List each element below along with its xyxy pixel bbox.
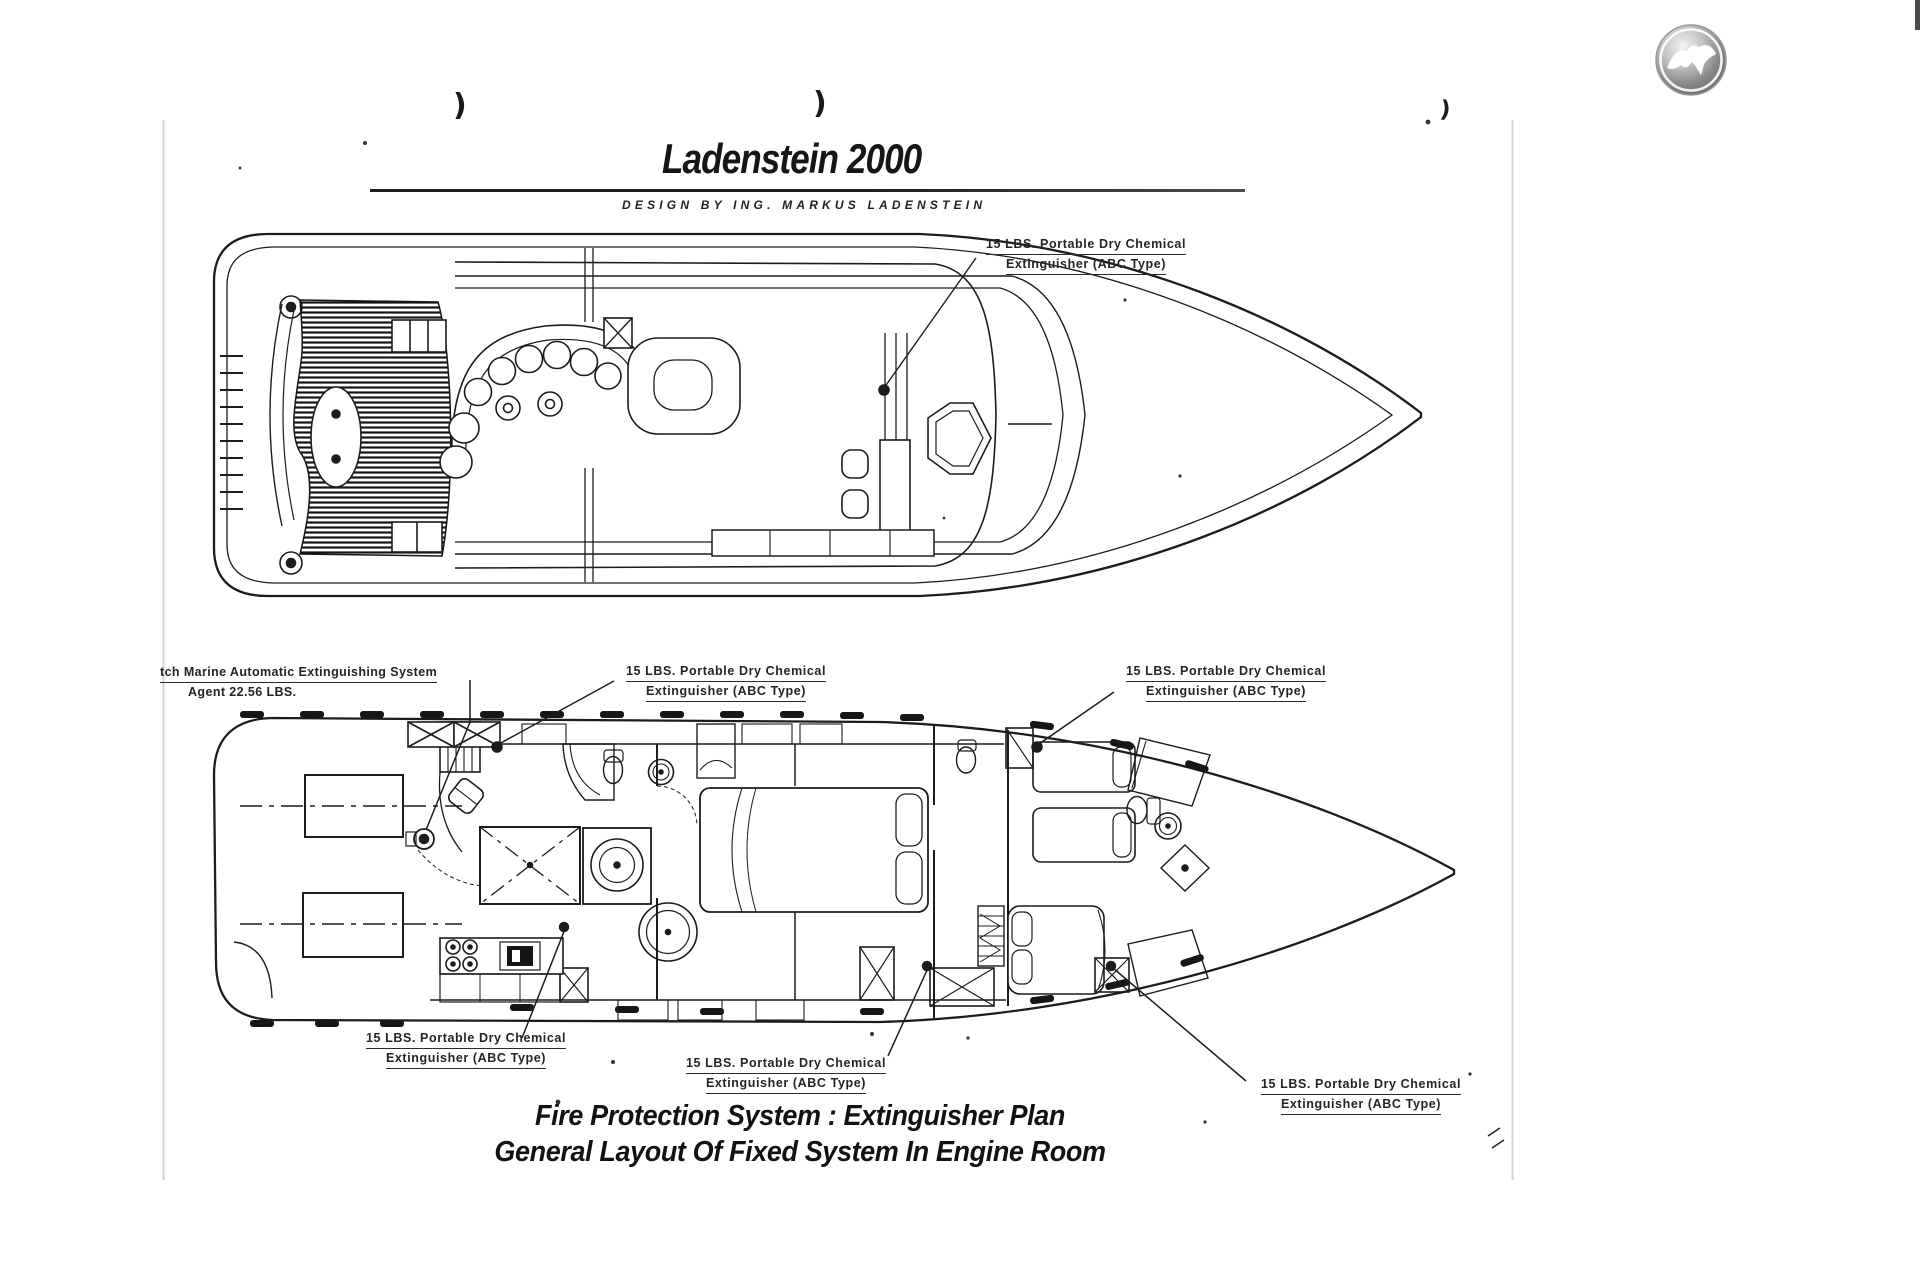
extinguisher-label-line2: Extinguisher (ABC Type) [385,1049,547,1069]
leader-line [1038,691,1115,745]
seagull-icon [1666,44,1717,76]
flybridge-deck-plan [212,119,1431,598]
hull-outline [212,716,1456,1024]
washer [582,827,652,905]
lower-deck-plan [212,711,1456,1027]
hull-outline [212,232,1423,598]
galley [439,937,564,1003]
shower [562,743,615,801]
master-bed [699,787,929,913]
scan-specks [555,1032,1472,1124]
leader-line [883,257,977,389]
extinguisher-location-dot [921,960,933,972]
extinguisher-label-line1: 15 LBS. Portable Dry Chemical [985,235,1187,255]
c-settee [627,337,741,435]
overhead-hatch-x-symbols [407,721,501,748]
extinguisher-label-line1: 15 LBS. Portable Dry Chemical [1260,1075,1462,1095]
page-title: Ladenstein 2000 [662,136,922,182]
screen-edge-artifact [1915,0,1920,30]
seagull-sphere-icon [1655,24,1727,96]
auto-system-label-line2: Agent 22.56 LBS. [188,685,297,699]
extinguisher-label-line1: 15 LBS. Portable Dry Chemical [625,662,827,682]
drawing-title-line1: Fire Protection System : Extinguisher Pl… [535,1100,1065,1132]
leader-line [521,928,566,1039]
ladder [977,905,1005,967]
extinguisher-location-dot [1031,741,1043,753]
extinguisher-label-galley: 15 LBS. Portable Dry Chemical Extinguish… [346,1029,586,1069]
master-cabin [656,744,929,1000]
extinguisher-label-lower-fwd: 15 LBS. Portable Dry Chemical Extinguish… [1106,662,1346,702]
scan-scribble [1487,1127,1505,1149]
bow-lockers [1127,737,1211,997]
leader-line [887,967,929,1057]
extinguisher-label-top-deck: 15 LBS. Portable Dry Chemical Extinguish… [966,235,1206,275]
scan-mark-paren: ) [453,88,467,123]
fore-cabin [1007,905,1106,995]
title-rule [370,189,1245,192]
swim-platform-steps [220,355,243,510]
extinguisher-label-lower-aft: 15 LBS. Portable Dry Chemical Extinguish… [606,662,846,702]
extinguisher-label-line1: 15 LBS. Portable Dry Chemical [685,1054,887,1074]
flybridge-seating [439,324,653,479]
engine-room-hatch [479,826,581,905]
helm-area [711,333,992,557]
annotation-leaders [425,680,1505,1149]
extinguisher-label-line2: Extinguisher (ABC Type) [645,682,807,702]
gunwale-window-slots [240,711,1209,1027]
extinguisher-label-line2: Extinguisher (ABC Type) [1280,1095,1442,1115]
extinguisher-location-dot [878,384,890,396]
drawing-title-line2: General Layout Of Fixed System In Engine… [494,1136,1106,1168]
extinguisher-location-dot [1105,960,1117,972]
cabinet [696,723,736,779]
extinguisher-location-dot [558,921,570,933]
leader-line [1112,967,1247,1082]
leader-line [498,680,615,745]
mid-bathroom [562,743,675,801]
extinguisher-label-corridor: 15 LBS. Portable Dry Chemical Extinguish… [666,1054,906,1094]
leader-auto-system [425,680,471,831]
extinguisher-label-line2: Extinguisher (ABC Type) [705,1074,867,1094]
windshield-line [454,261,997,569]
twin-cabin [1032,741,1136,863]
aft-lockers [391,319,447,553]
aft-table [310,386,362,488]
scan-specks [238,119,1431,520]
auto-extinguishing-system-label: tch Marine Automatic Extinguishing Syste… [160,663,500,701]
extinguisher-label-fore-cabin: 15 LBS. Portable Dry Chemical Extinguish… [1241,1075,1481,1115]
side-lockers [521,723,843,1021]
fixed-system-nozzle [413,828,435,850]
extinguisher-location-dot [491,741,503,753]
scan-mark-paren: ) [813,86,827,121]
extinguisher-label-line1: 15 LBS. Portable Dry Chemical [365,1029,567,1049]
page-subtitle: DESIGN BY ING. MARKUS LADENSTEIN [622,198,987,212]
aft-deck-hatched-floor [293,299,452,557]
engine-room [240,774,462,958]
hull-inner-line [226,246,1394,584]
auto-system-label-line1: tch Marine Automatic Extinguishing Syste… [160,663,438,683]
extinguisher-label-line2: Extinguisher (ABC Type) [1005,255,1167,275]
round-basin [638,902,698,962]
deck-hatch-x-symbol [603,317,633,349]
content-frame [162,0,1920,1180]
fwd-bathroom [955,739,1182,840]
extinguisher-label-line2: Extinguisher (ABC Type) [1145,682,1307,702]
stern-bench [233,941,273,999]
extinguisher-label-line1: 15 LBS. Portable Dry Chemical [1125,662,1327,682]
